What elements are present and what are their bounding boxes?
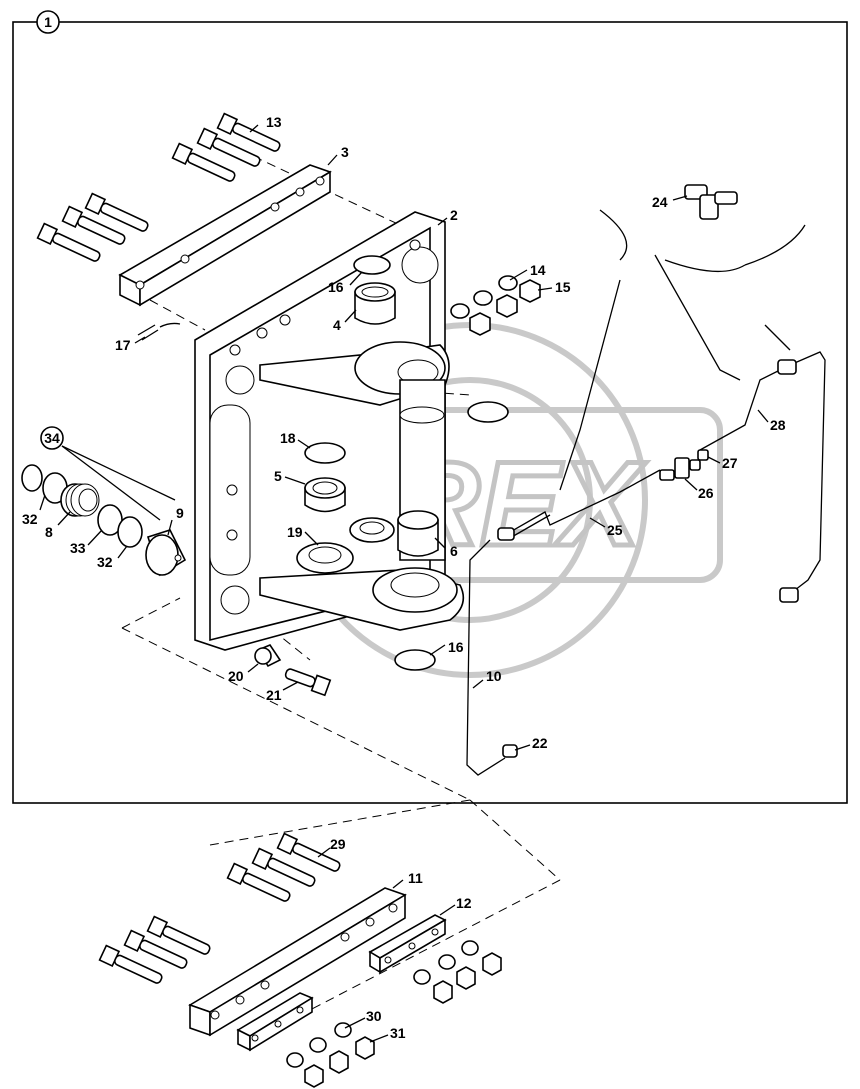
badge-label: 1: [44, 14, 52, 30]
fitting-28-end: [497, 359, 799, 603]
bar-11: [188, 887, 407, 1037]
label-25: 25: [607, 522, 623, 538]
seal-16-top: [353, 255, 391, 275]
label-11: 11: [408, 870, 423, 886]
bolt-21: [284, 668, 332, 697]
nuts-14-15: [450, 275, 541, 336]
label-12: 12: [456, 895, 472, 911]
label-16-top: 16: [328, 279, 344, 295]
label-2: 2: [450, 207, 458, 223]
bar-3: [118, 164, 332, 307]
label-29: 29: [330, 836, 346, 852]
label-21: 21: [266, 687, 282, 703]
leader-lines: [39, 124, 769, 1043]
label-8: 8: [45, 524, 53, 540]
label-6: 6: [450, 543, 458, 559]
spring-8: [60, 483, 100, 517]
label-16-bottom: 16: [448, 639, 464, 655]
bolts-13: [36, 112, 281, 262]
label-28: 28: [770, 417, 786, 433]
plug-9: [145, 529, 187, 577]
fitting-26: [659, 457, 701, 481]
label-30: 30: [366, 1008, 382, 1024]
pin-17: [137, 322, 181, 341]
bearing-19: [296, 542, 354, 574]
bushing-6: [349, 510, 439, 557]
label-22: 22: [532, 735, 548, 751]
bushing-5: [304, 477, 346, 513]
label-9: 9: [176, 505, 184, 521]
seal-ring-mid: [467, 401, 509, 423]
label-27: 27: [722, 455, 738, 471]
fitting-24: [599, 184, 806, 273]
label-32-a: 32: [22, 511, 38, 527]
label-18: 18: [280, 430, 296, 446]
label-33: 33: [70, 540, 86, 556]
callout-34-label: 34: [44, 430, 60, 446]
label-3: 3: [341, 144, 349, 160]
label-24: 24: [652, 194, 668, 210]
hydraulic-lines: [466, 254, 826, 776]
bushing-4: [354, 282, 396, 325]
label-14: 14: [530, 262, 546, 278]
label-26: 26: [698, 485, 714, 501]
assembly-badge: 1: [36, 10, 60, 34]
seal-kit-34: 34: [21, 426, 187, 577]
label-5: 5: [274, 468, 282, 484]
spacer-20: [254, 644, 282, 668]
bar-12: [236, 914, 447, 1052]
label-20: 20: [228, 668, 244, 684]
housing-2: [194, 211, 465, 651]
fitting-22: [502, 744, 518, 758]
label-4: 4: [333, 317, 341, 333]
label-17: 17: [115, 337, 131, 353]
assembly-frame: [12, 21, 848, 804]
label-32-b: 32: [97, 554, 113, 570]
label-15: 15: [555, 279, 571, 295]
bolts-29: [98, 832, 341, 984]
label-13: 13: [266, 114, 282, 130]
fitting-27: [697, 449, 709, 461]
label-31: 31: [390, 1025, 406, 1041]
part-labels: 13 3 2 14 15 16 4 17 24 28 27 26 25 18 5…: [22, 114, 786, 1041]
ring-18: [304, 442, 346, 464]
label-10: 10: [486, 668, 502, 684]
label-19: 19: [287, 524, 303, 540]
seal-16-bottom: [394, 649, 436, 671]
